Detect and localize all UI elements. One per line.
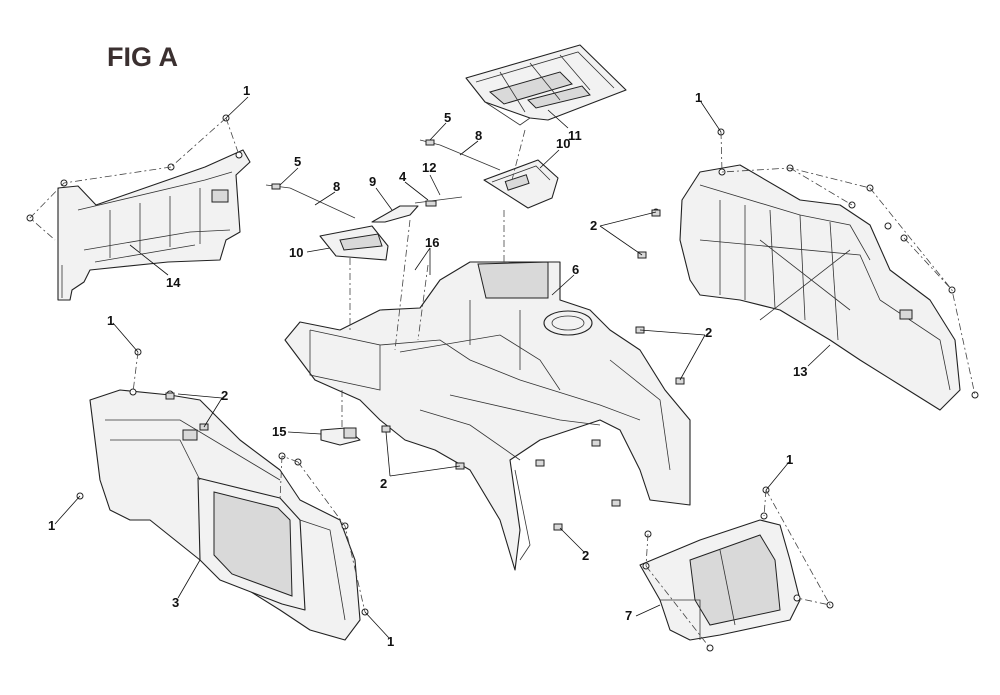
- part-3-left-panel: [89, 389, 361, 641]
- callout-labels: 1 14 5 8 9 4 12 5 8 10 11 10 16 6 1 2 13…: [48, 83, 807, 649]
- callout-1-mid-left: 1: [107, 313, 114, 328]
- callout-1-lower-left: 1: [48, 518, 55, 533]
- callout-1-top-right: 1: [695, 90, 702, 105]
- part-11-tray: [465, 44, 627, 126]
- callout-8-mid: 8: [475, 128, 482, 143]
- callout-11: 11: [568, 128, 582, 143]
- callout-2-lower: 2: [582, 548, 589, 563]
- part-10-lid-right: [483, 159, 559, 209]
- callout-14: 14: [166, 275, 181, 290]
- assembly-alignment-lines: [341, 129, 526, 428]
- callout-5-mid: 5: [444, 110, 451, 125]
- callout-3: 3: [172, 595, 179, 610]
- callout-1-top-left: 1: [243, 83, 250, 98]
- callout-2-center: 2: [380, 476, 387, 491]
- callout-5-left: 5: [294, 154, 301, 169]
- callout-9: 9: [369, 174, 376, 189]
- callout-10-right: 10: [556, 136, 570, 151]
- figure-title: FIG A: [107, 42, 178, 72]
- callout-2-mid-right: 2: [705, 325, 712, 340]
- callout-1-lower-right: 1: [786, 452, 793, 467]
- part-13-right-panel: [679, 164, 961, 411]
- callout-16: 16: [425, 235, 439, 250]
- callout-1-lower-mid: 1: [387, 634, 394, 649]
- part-14-rear-panel: [57, 149, 251, 301]
- cable-assemblies: [265, 139, 501, 223]
- callout-13: 13: [793, 364, 807, 379]
- part-7-right-lower-panel: [639, 519, 801, 641]
- callout-15: 15: [272, 424, 286, 439]
- callout-2-right-upper: 2: [590, 218, 597, 233]
- fasteners-part-14: [26, 114, 243, 241]
- callout-4: 4: [399, 169, 407, 184]
- callout-10-left: 10: [289, 245, 303, 260]
- leader-lines: [54, 96, 831, 639]
- part-6-cargo-tub: [284, 261, 691, 571]
- callout-6: 6: [572, 262, 579, 277]
- callout-12: 12: [422, 160, 436, 175]
- callout-8-left: 8: [333, 179, 340, 194]
- part-10-lid-left: [319, 225, 389, 261]
- callout-2-left: 2: [221, 388, 228, 403]
- part-15-bracket: [320, 427, 361, 446]
- callout-7: 7: [625, 608, 632, 623]
